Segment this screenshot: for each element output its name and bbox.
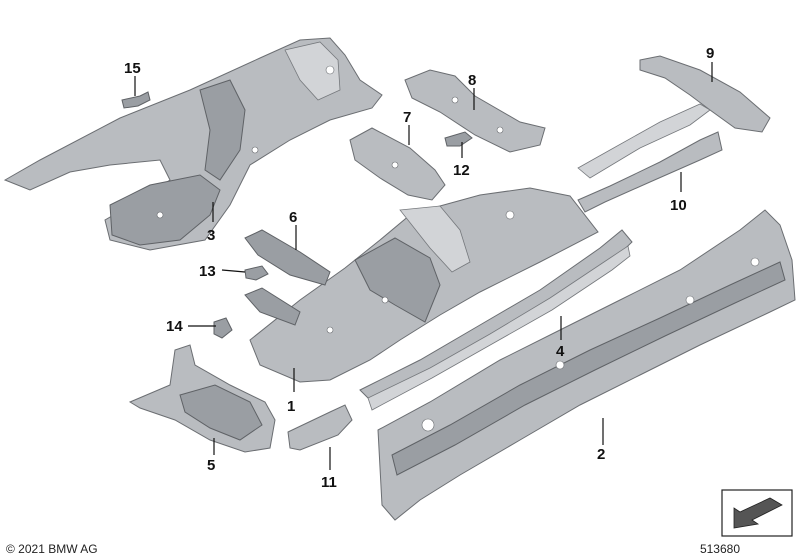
part-9-rear-rail[interactable]: [577, 55, 771, 179]
leader-lines: [134, 62, 713, 470]
callout-12: 12: [453, 162, 470, 179]
part-12-bracket[interactable]: [444, 131, 473, 147]
diagram-id-text: 513680: [699, 542, 740, 556]
callout-11: 11: [321, 474, 337, 491]
callout-2: 2: [597, 446, 605, 463]
part-4-rocker-reinforcement[interactable]: [359, 229, 633, 411]
part-7-seat-cross-member[interactable]: [349, 127, 446, 201]
part-11-bracket[interactable]: [287, 404, 353, 451]
callout-5: 5: [207, 457, 215, 474]
callout-9: 9: [706, 45, 714, 62]
callout-13: 13: [199, 263, 216, 280]
callout-labels: 1 2 3 4 5 6 7 8 9 10 11 12 13 14 15: [124, 45, 714, 491]
part-10-rear-cross-rail[interactable]: [577, 131, 723, 213]
copyright-text: © 2021 BMW AG: [6, 542, 98, 556]
callout-3: 3: [207, 227, 215, 244]
callout-4: 4: [556, 343, 565, 360]
part-14-bracket[interactable]: [213, 317, 233, 339]
part-2-side-sill[interactable]: [377, 209, 796, 521]
part-13-clip[interactable]: [244, 265, 269, 281]
callout-8: 8: [468, 72, 476, 89]
part-3-front-frame[interactable]: [3, 37, 383, 251]
callout-7: 7: [403, 109, 411, 126]
callout-14: 14: [166, 318, 183, 335]
part-1-floor-pan[interactable]: [249, 187, 599, 383]
callout-1: 1: [287, 398, 295, 415]
part-15-bracket[interactable]: [121, 91, 151, 109]
part-reference-icon: [721, 489, 793, 537]
part-5-wheel-arch-reinforcement[interactable]: [128, 344, 276, 453]
callout-10: 10: [670, 197, 687, 214]
floor-seat-brackets: [244, 287, 301, 326]
callout-15: 15: [124, 60, 141, 77]
callout-6: 6: [289, 209, 297, 226]
part-6-seat-bracket[interactable]: [244, 229, 331, 286]
part-8-cross-member[interactable]: [404, 69, 546, 153]
